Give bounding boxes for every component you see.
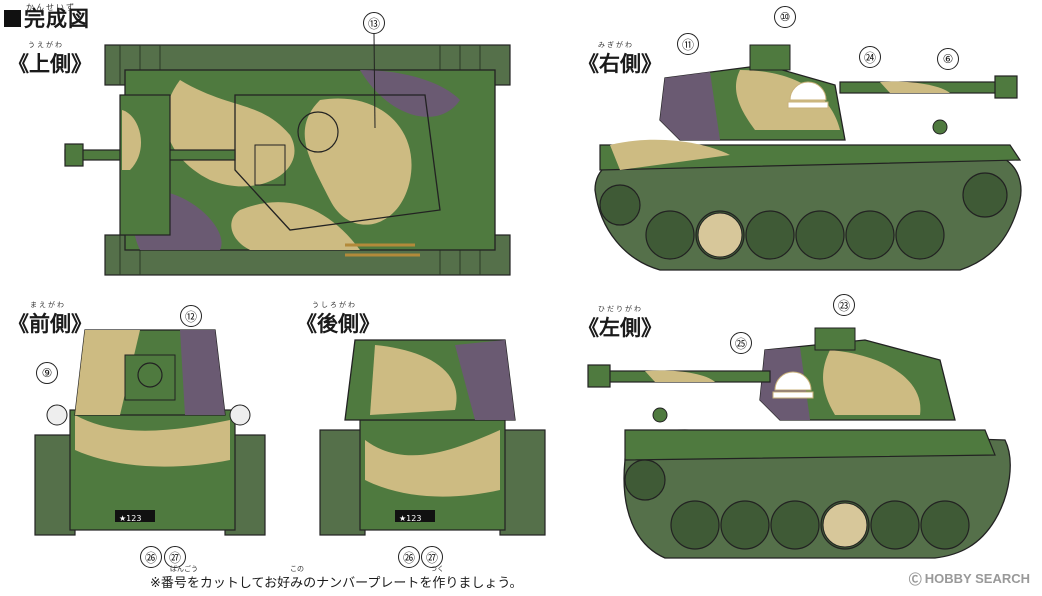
- right-view-drawing: [594, 44, 1022, 271]
- callout-12: ⑫: [180, 305, 202, 327]
- front-view-drawing: [34, 329, 266, 536]
- callout-13: ⑬: [363, 12, 385, 34]
- callout-27-rear: ㉗: [421, 546, 443, 568]
- left-view-ruby: ひだりがわ: [598, 305, 643, 313]
- callout-9: ⑨: [36, 362, 58, 384]
- rear-view-drawing: [319, 339, 546, 536]
- callout-11: ⑪: [677, 33, 699, 55]
- callout-23: ㉓: [833, 294, 855, 316]
- callout-26-front: ㉖: [140, 546, 162, 568]
- callout-24: ㉔: [859, 46, 881, 68]
- top-view-drawing: [64, 44, 511, 276]
- callout-25: ㉕: [730, 332, 752, 354]
- page-header: 完成図 かんせいず: [4, 3, 90, 31]
- rear-number-plate: ★123: [399, 514, 422, 523]
- callout-27-front: ㉗: [164, 546, 186, 568]
- footnote-ruby-number: ばんごう: [170, 565, 198, 573]
- left-view-drawing: [587, 327, 1011, 559]
- callout-6: ⑥: [937, 48, 959, 70]
- page-title: 完成図: [24, 7, 90, 31]
- front-view-ruby: まえがわ: [30, 301, 66, 309]
- header-square-icon: [4, 9, 21, 27]
- right-view-label: 《右側》: [578, 51, 662, 76]
- brand-watermark: Ⓒ HOBBY SEARCH: [909, 569, 1030, 588]
- top-view-ruby: うえがわ: [28, 41, 64, 49]
- left-view-label: 《左側》: [578, 315, 662, 340]
- callout-10: ⑩: [774, 6, 796, 28]
- footnote-text: ※番号をカットしてお好みのナンバープレートを作りましょう。: [150, 576, 523, 591]
- footnote-ruby-like: この: [290, 565, 304, 573]
- front-view-label: 《前側》: [8, 311, 92, 336]
- callout-13-leader: [373, 33, 376, 129]
- callout-26-rear: ㉖: [398, 546, 420, 568]
- footnote-ruby-make: つく: [430, 565, 444, 573]
- front-number-plate: ★123: [119, 514, 142, 523]
- top-view-label: 《上側》: [8, 51, 92, 76]
- brand-name: HOBBY SEARCH: [924, 571, 1030, 586]
- page-title-ruby: かんせいず: [26, 3, 76, 12]
- brand-logo-icon: Ⓒ: [908, 572, 922, 587]
- right-view-ruby: みぎがわ: [598, 41, 634, 49]
- rear-view-ruby: うしろがわ: [312, 301, 357, 309]
- rear-view-label: 《後側》: [296, 311, 380, 336]
